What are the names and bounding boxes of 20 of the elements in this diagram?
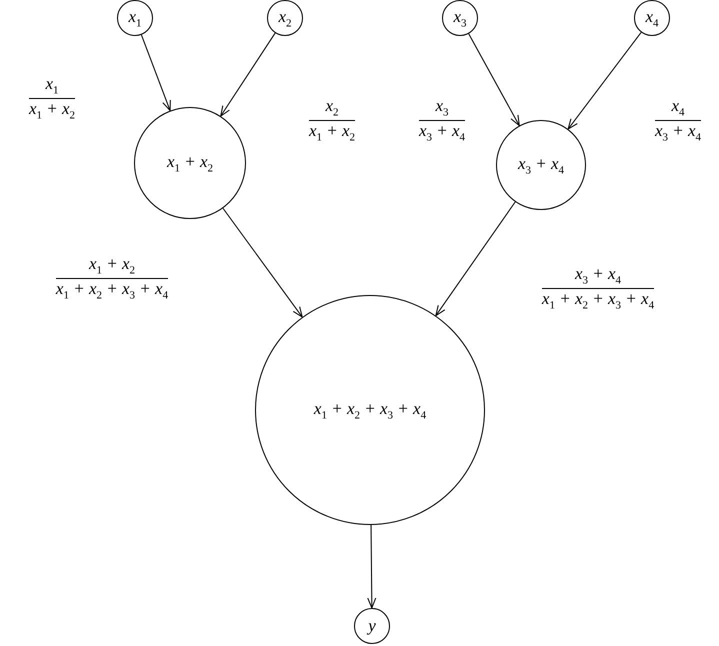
node-text: x$_{3}$ [453,6,467,30]
node-text: x$_{1}$ + x$_{2}$ [166,152,214,174]
arrow [568,32,642,130]
node-text: x$_{3}$ + x$_{4}$ [518,154,564,176]
arrow [367,524,376,608]
arrow [220,32,276,117]
arrow [222,208,303,318]
node-text: x$_{4}$ [645,6,659,30]
circle-node [267,0,303,36]
node-text: x$_{1}$ + x$_{2}$ + x$_{3}$ + x$_{4}$ [314,398,426,422]
node-text: x$_{1}$ [128,6,142,30]
circle-node [634,0,670,36]
circle-node [442,0,478,36]
arrow [140,34,171,112]
node-text: x$_{2}$ [278,6,292,30]
circle-node [117,0,153,36]
arrow [435,201,516,316]
arrow [468,33,520,126]
node-text: y [368,616,376,636]
circle-node [354,608,390,644]
